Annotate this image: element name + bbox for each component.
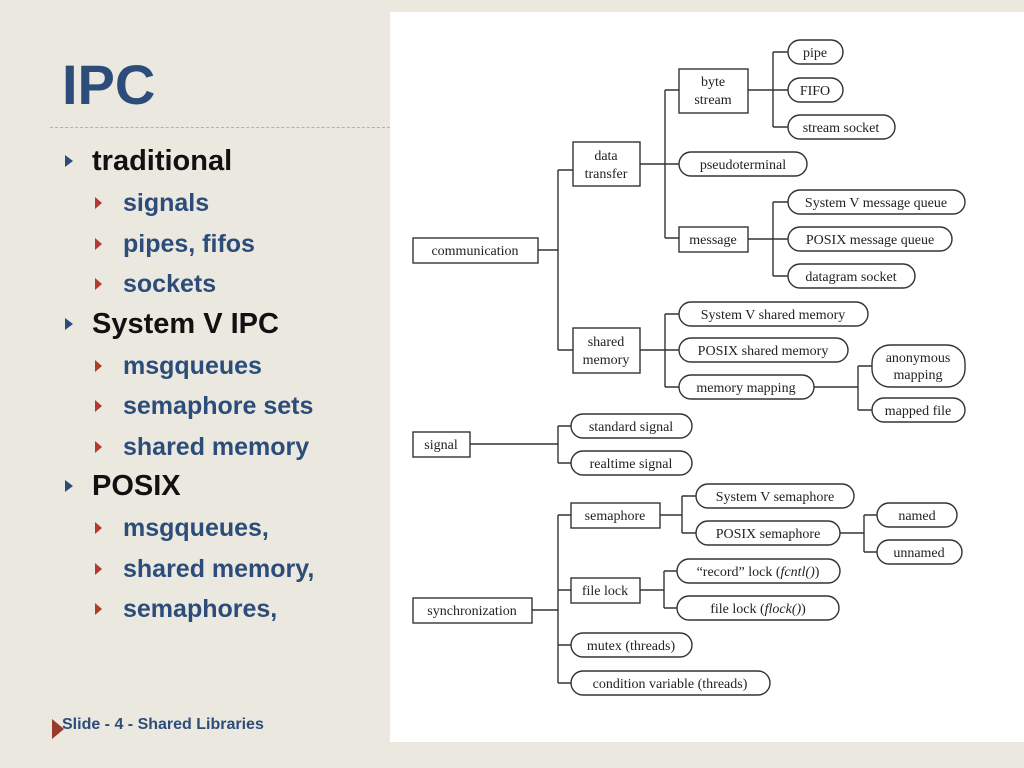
svg-text:mutex (threads): mutex (threads)	[587, 639, 676, 654]
svg-text:System V message queue: System V message queue	[805, 196, 947, 211]
svg-text:System V shared memory: System V shared memory	[701, 308, 846, 323]
bullet-arrow-icon	[95, 278, 102, 290]
leaf-anonymous-mapping: anonymous mapping	[871, 344, 966, 388]
node-synchronization: synchronization	[412, 597, 533, 624]
svg-text:FIFO: FIFO	[800, 84, 830, 99]
node-byte-stream: byte stream	[678, 68, 749, 114]
svg-text:memory mapping: memory mapping	[696, 381, 795, 396]
node-shared-memory: shared memory	[572, 327, 641, 374]
leaf-named: named	[876, 502, 958, 528]
bullet-traditional: traditional	[62, 142, 314, 183]
svg-text:realtime signal: realtime signal	[590, 457, 673, 472]
bullet-arrow-icon	[65, 480, 73, 492]
svg-text:mapped file: mapped file	[885, 404, 951, 419]
leaf-standard-signal: standard signal	[570, 413, 693, 439]
subbullet-sysv-shared-memory: shared memory	[62, 427, 314, 468]
bullet-list: traditional signals pipes, fifos sockets…	[62, 142, 314, 630]
leaf-flock: file lock (flock())	[676, 595, 840, 621]
svg-text:System V semaphore: System V semaphore	[716, 490, 834, 505]
node-file-lock: file lock	[570, 577, 641, 604]
node-semaphore: semaphore	[570, 502, 661, 529]
bullet-arrow-icon	[95, 197, 102, 209]
svg-text:byte: byte	[701, 75, 725, 90]
svg-text:data: data	[594, 149, 618, 164]
svg-text:pseudoterminal: pseudoterminal	[700, 158, 786, 173]
svg-text:synchronization: synchronization	[427, 604, 516, 619]
svg-text:condition variable (threads): condition variable (threads)	[593, 677, 748, 692]
svg-text:named: named	[898, 509, 935, 524]
svg-text:unnamed: unnamed	[893, 546, 944, 561]
leaf-stream-socket: stream socket	[787, 114, 896, 140]
bullet-arrow-icon	[95, 440, 102, 453]
leaf-datagram-socket: datagram socket	[787, 263, 916, 289]
leaf-fifo: FIFO	[787, 77, 844, 103]
diagram-connectors	[470, 51, 877, 684]
svg-text:POSIX semaphore: POSIX semaphore	[716, 527, 821, 542]
bullet-arrow-icon	[65, 155, 73, 167]
node-communication: communication	[412, 237, 539, 264]
footer-arrow-icon	[52, 719, 64, 739]
svg-text:file lock (flock()): file lock (flock())	[710, 602, 806, 617]
ipc-diagram-svg: communication data transfer byte stream …	[412, 39, 966, 696]
bullet-arrow-icon	[95, 237, 102, 250]
svg-text:shared: shared	[588, 335, 625, 350]
subbullet-semaphore-sets: semaphore sets	[62, 386, 314, 427]
node-data-transfer: data transfer	[572, 141, 641, 187]
leaf-sysv-message-queue: System V message queue	[787, 189, 966, 215]
svg-text:pipe: pipe	[803, 46, 827, 61]
bullet-arrow-icon	[95, 562, 102, 575]
bullet-arrow-icon	[95, 400, 102, 412]
leaf-sysv-semaphore: System V semaphore	[695, 483, 855, 509]
subbullet-posix-shared-memory: shared memory,	[62, 549, 314, 590]
node-message: message	[678, 226, 749, 253]
leaf-mapped-file: mapped file	[871, 397, 966, 423]
leaf-posix-shared-memory: POSIX shared memory	[678, 337, 849, 363]
node-signal: signal	[412, 431, 471, 458]
subbullet-sockets: sockets	[62, 264, 314, 305]
leaf-mutex: mutex (threads)	[570, 632, 693, 658]
leaf-realtime-signal: realtime signal	[570, 450, 693, 476]
bullet-arrow-icon	[65, 317, 73, 330]
svg-text:“record” lock (fcntl()): “record” lock (fcntl())	[697, 565, 820, 580]
svg-text:transfer: transfer	[585, 167, 628, 182]
leaf-unnamed: unnamed	[876, 539, 963, 565]
leaf-pseudoterminal: pseudoterminal	[678, 151, 808, 177]
svg-text:semaphore: semaphore	[585, 509, 646, 524]
subbullet-sysv-msgqueues: msgqueues	[62, 346, 314, 387]
svg-text:POSIX shared memory: POSIX shared memory	[698, 344, 829, 359]
svg-text:memory: memory	[583, 353, 630, 368]
leaf-memory-mapping: memory mapping	[678, 374, 815, 400]
leaf-record-lock: “record” lock (fcntl())	[676, 558, 841, 584]
svg-text:file lock: file lock	[582, 584, 628, 599]
bullet-posix: POSIX	[62, 467, 314, 508]
title-divider	[50, 127, 390, 128]
bullet-arrow-icon	[95, 603, 102, 615]
leaf-posix-message-queue: POSIX message queue	[787, 226, 953, 252]
slide-footer: Slide - 4 - Shared Libraries	[52, 716, 264, 739]
bullet-system-v-ipc: System V IPC	[62, 305, 314, 346]
svg-text:POSIX message queue: POSIX message queue	[806, 233, 934, 248]
subbullet-pipes: pipes, fifos	[62, 224, 314, 265]
leaf-condition-variable: condition variable (threads)	[570, 670, 771, 696]
svg-text:standard signal: standard signal	[589, 420, 673, 435]
svg-text:anonymous: anonymous	[886, 351, 951, 366]
svg-text:datagram socket: datagram socket	[805, 270, 896, 285]
svg-text:signal: signal	[424, 438, 458, 453]
leaf-pipe: pipe	[787, 39, 844, 65]
svg-text:message: message	[689, 233, 736, 248]
svg-text:communication: communication	[431, 244, 518, 259]
slide-title: IPC	[62, 53, 156, 116]
svg-text:stream: stream	[694, 93, 731, 108]
bullet-arrow-icon	[95, 359, 102, 372]
subbullet-signals: signals	[62, 183, 314, 224]
svg-text:stream socket: stream socket	[803, 121, 880, 136]
subbullet-posix-semaphores: semaphores,	[62, 589, 314, 630]
leaf-sysv-shared-memory: System V shared memory	[678, 301, 869, 327]
ipc-taxonomy-diagram: communication data transfer byte stream …	[390, 12, 1024, 742]
bullet-arrow-icon	[95, 522, 102, 534]
svg-text:mapping: mapping	[894, 368, 943, 383]
leaf-posix-semaphore: POSIX semaphore	[695, 520, 841, 546]
subbullet-posix-msgqueues: msgqueues,	[62, 508, 314, 549]
